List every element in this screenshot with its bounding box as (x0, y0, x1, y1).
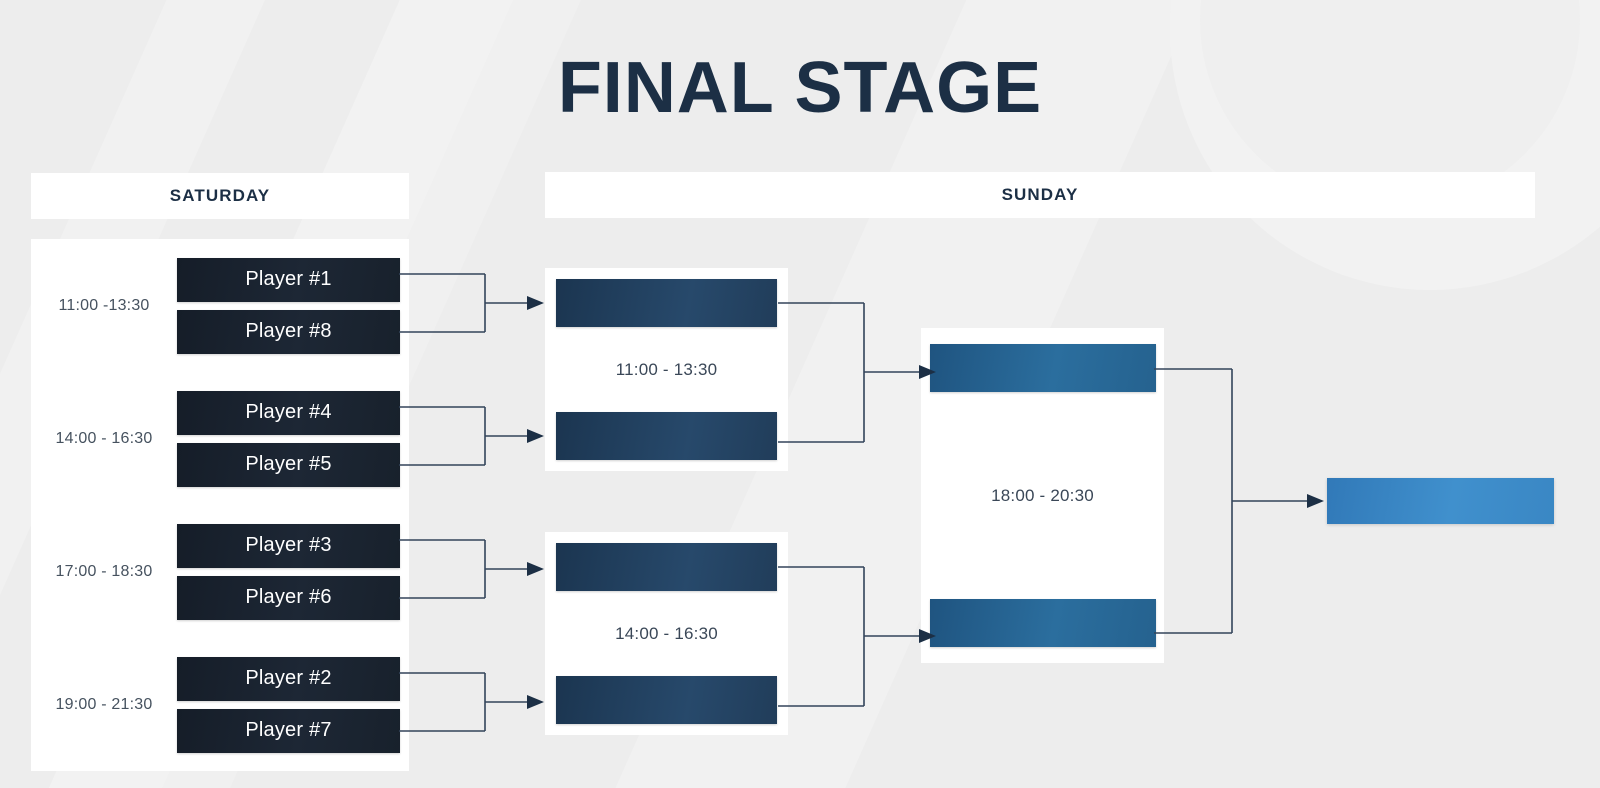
page-title: FINAL STAGE (557, 48, 1043, 128)
player-slot[interactable]: Player #4 (177, 390, 400, 435)
match-card-r1-1[interactable]: 11:00 -13:30 Player #1 Player #8 (31, 239, 409, 372)
player-slot[interactable]: Player #3 (177, 523, 400, 568)
player-slot[interactable]: Player #5 (177, 442, 400, 487)
match-slots-r1-3: Player #3 Player #6 (177, 523, 409, 620)
connector-r1-4 (399, 659, 549, 769)
day-header-sunday: SUNDAY (545, 172, 1535, 218)
connector-r1-2 (399, 393, 549, 503)
match-slots-r1-4: Player #2 Player #7 (177, 656, 409, 753)
background-circle (1170, 0, 1600, 290)
match-time-final: 18:00 - 20:30 (991, 485, 1094, 505)
player-slot[interactable]: Player #8 (177, 309, 400, 354)
match-card-r2-2[interactable]: 14:00 - 16:30 (545, 532, 788, 735)
match-time-r1-4: 19:00 - 21:30 (55, 695, 153, 713)
connector-r1-1 (399, 260, 549, 370)
connector-r1-3 (399, 526, 549, 636)
winner-slot[interactable] (1327, 478, 1554, 524)
player-slot[interactable]: Player #2 (177, 656, 400, 701)
player-slot[interactable]: Player #1 (177, 257, 400, 302)
player-slot[interactable] (556, 412, 777, 460)
player-slot[interactable]: Player #7 (177, 708, 400, 753)
match-time-r1-1: 11:00 -13:30 (58, 296, 150, 314)
match-time-r1-2: 14:00 - 16:30 (55, 429, 153, 447)
player-slot[interactable] (929, 344, 1156, 392)
player-slot[interactable]: Player #6 (177, 575, 400, 620)
player-slot[interactable] (929, 599, 1156, 647)
day-header-sunday-label: SUNDAY (1001, 185, 1079, 204)
connector-final (1154, 362, 1329, 647)
match-time-r2-2: 14:00 - 16:30 (615, 623, 718, 643)
match-card-r1-4[interactable]: 19:00 - 21:30 Player #2 Player #7 (31, 638, 409, 771)
player-slot[interactable] (556, 543, 777, 591)
connector-r2-1 (778, 296, 943, 456)
player-slot[interactable] (556, 279, 777, 327)
match-card-final[interactable]: 18:00 - 20:30 (921, 328, 1164, 663)
match-slots-r1-2: Player #4 Player #5 (177, 390, 409, 487)
match-card-r1-3[interactable]: 17:00 - 18:30 Player #3 Player #6 (31, 505, 409, 638)
match-slots-r1-1: Player #1 Player #8 (177, 257, 409, 354)
player-slot[interactable] (556, 676, 777, 724)
match-time-r2-1: 11:00 - 13:30 (615, 359, 718, 379)
match-time-r1-3: 17:00 - 18:30 (55, 562, 153, 580)
match-card-r2-1[interactable]: 11:00 - 13:30 (545, 268, 788, 471)
match-card-r1-2[interactable]: 14:00 - 16:30 Player #4 Player #5 (31, 372, 409, 505)
connector-r2-2 (778, 560, 943, 720)
day-header-saturday-label: SATURDAY (169, 186, 271, 205)
day-header-saturday: SATURDAY (31, 173, 409, 219)
